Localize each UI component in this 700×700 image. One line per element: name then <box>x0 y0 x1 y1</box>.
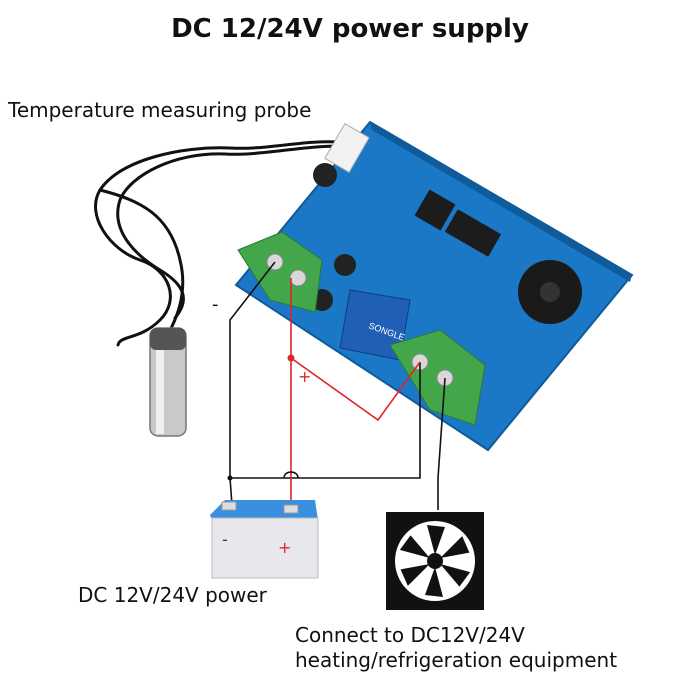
equipment-label-line2: heating/refrigeration equipment <box>295 648 617 672</box>
probe-label: Temperature measuring probe <box>8 98 311 122</box>
board-negative-mark: - <box>212 294 219 315</box>
battery: - + <box>210 500 318 578</box>
battery-positive-mark: + <box>278 538 291 557</box>
equipment-label-line1: Connect to DC12V/24V <box>295 623 525 647</box>
probe-tip <box>150 328 186 436</box>
controller-board: SONGLE <box>236 122 632 450</box>
board-positive-mark: + <box>298 367 311 386</box>
battery-negative-mark: - <box>222 530 228 549</box>
fan-icon <box>386 512 484 610</box>
power-label: DC 12V/24V power <box>78 583 267 607</box>
